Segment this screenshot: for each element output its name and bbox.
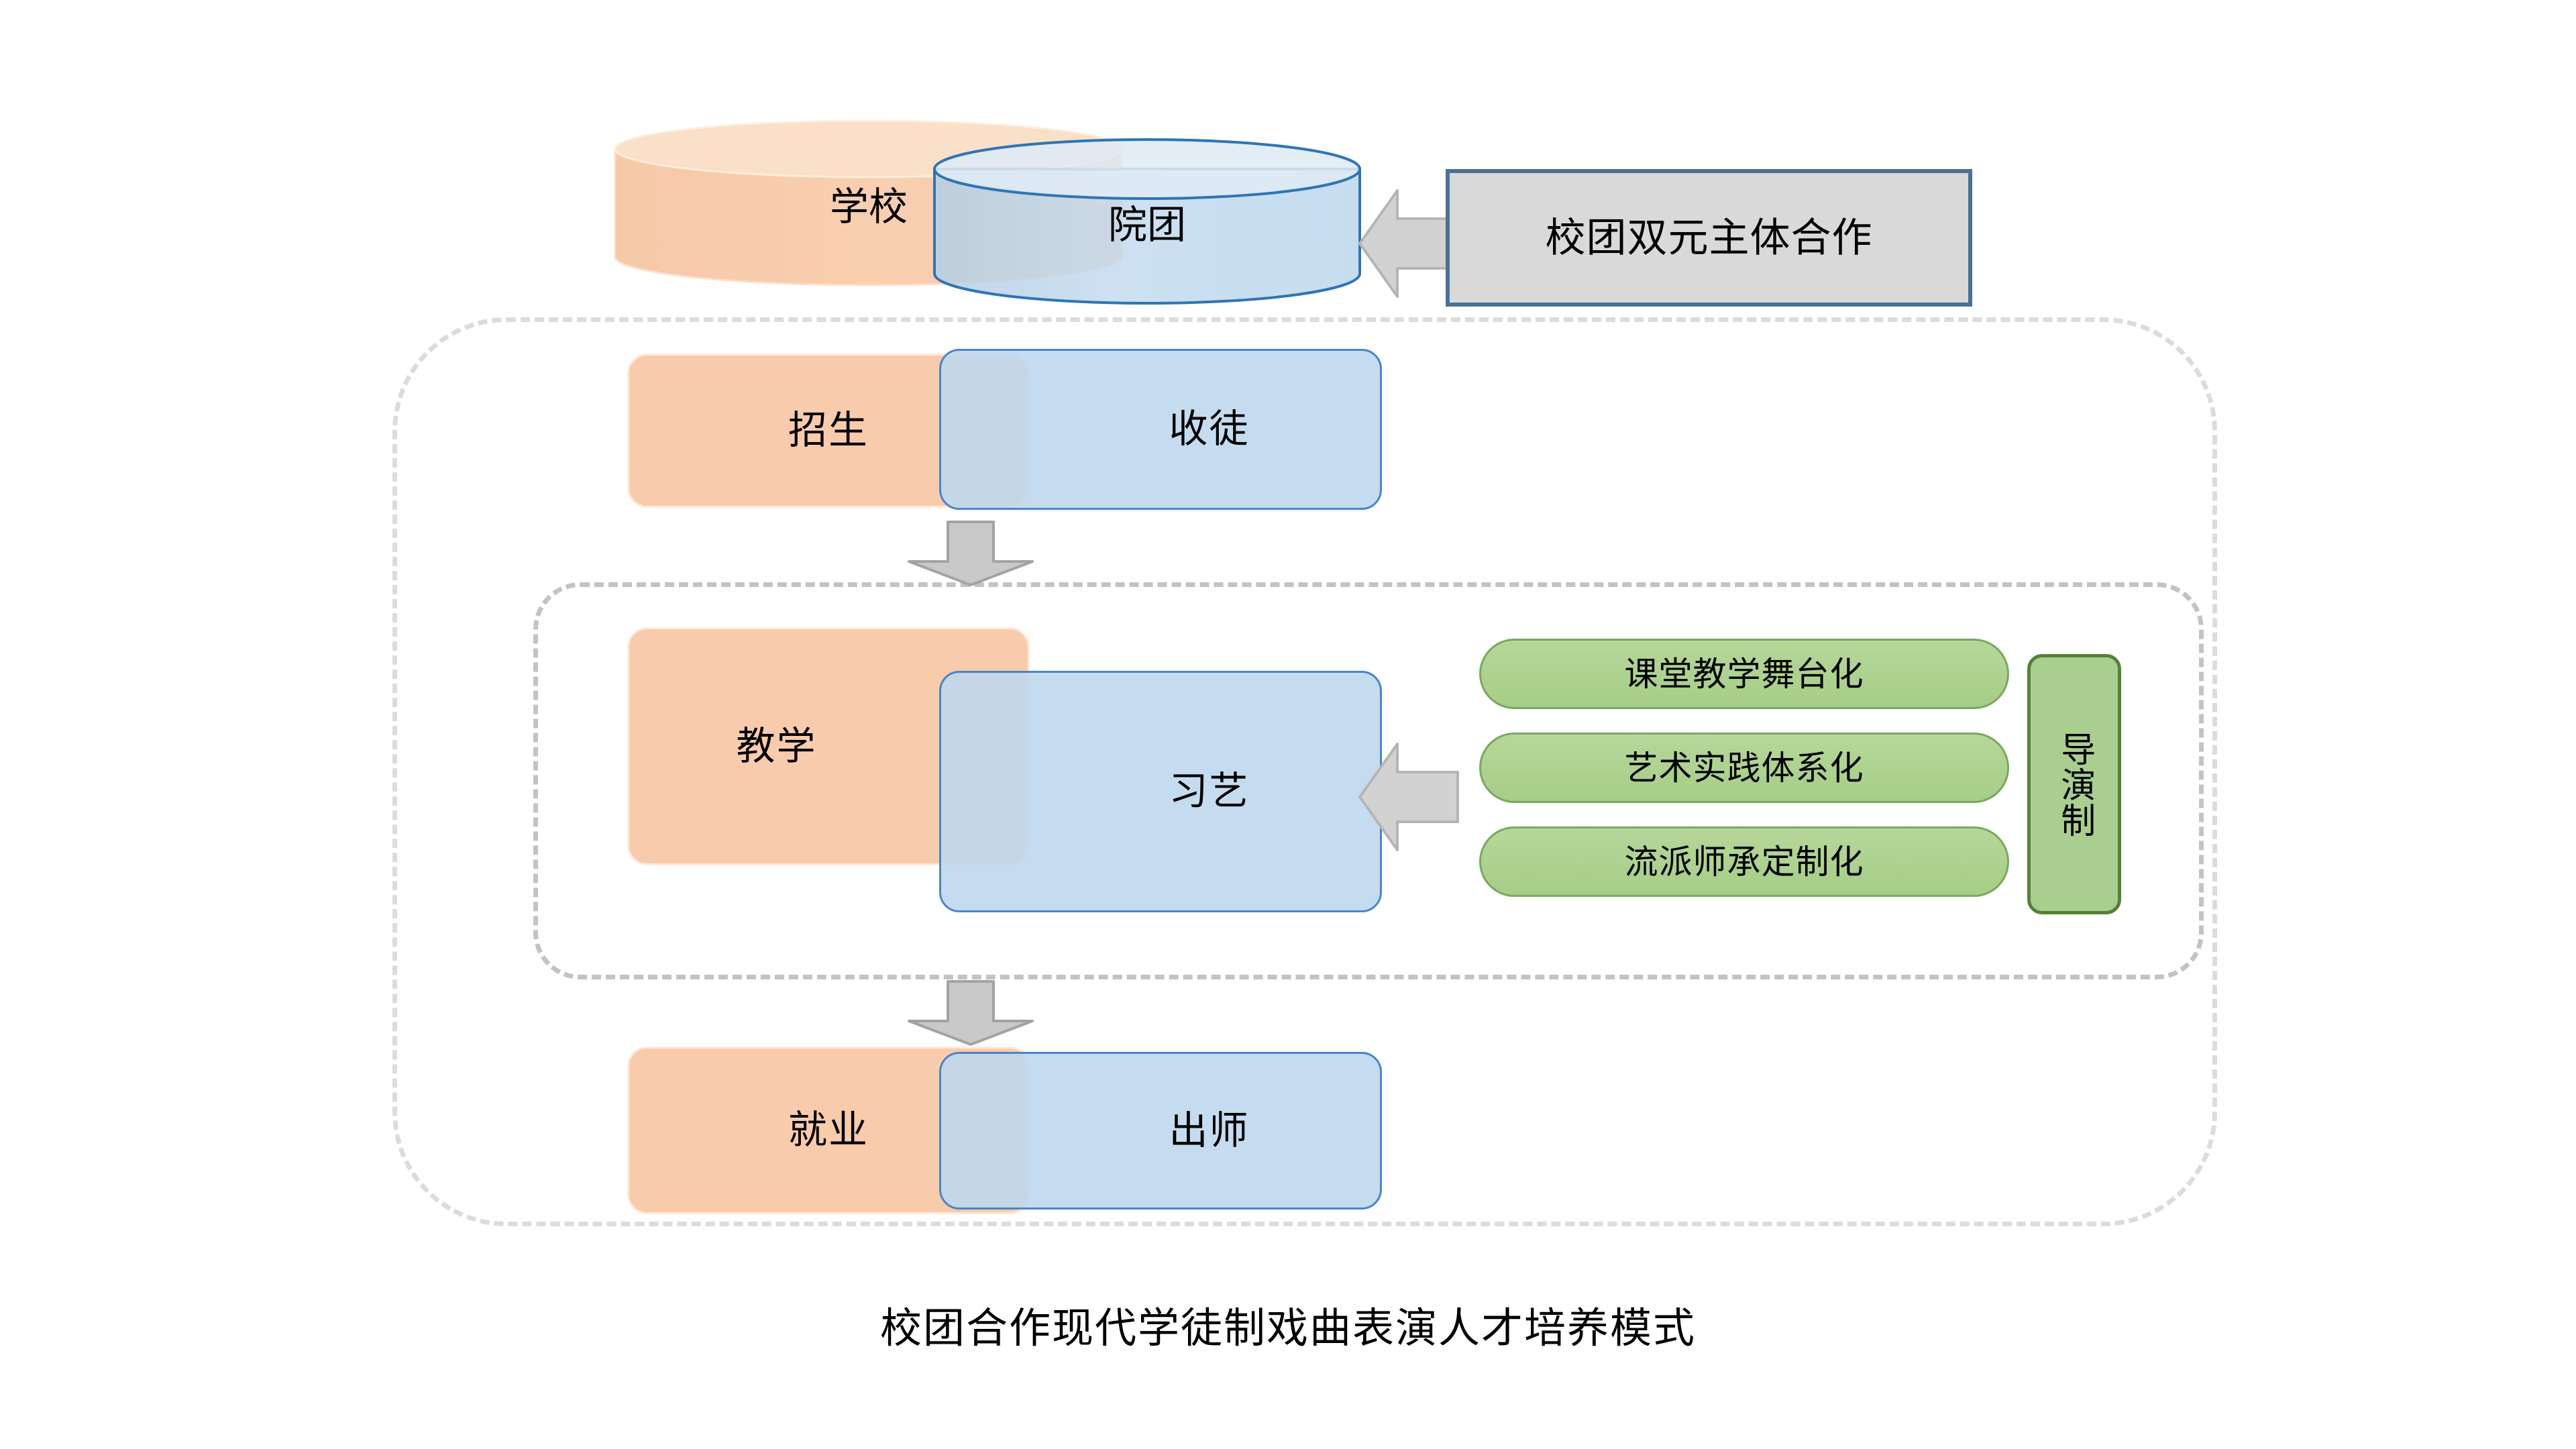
cooperation-label-box[interactable]: 校团双元主体合作 <box>1446 169 1972 307</box>
stage-3-school-label: 就业 <box>788 1108 869 1152</box>
flow-arrow-down-1-icon <box>907 520 1034 587</box>
school-cylinder-label: 学校 <box>829 184 908 229</box>
cooperation-arrow-left-icon <box>1358 186 1459 301</box>
stage-1-school-label: 招生 <box>788 409 869 452</box>
stage-3-troupe-box[interactable]: 出师 <box>939 1052 1382 1210</box>
stage-1-troupe-label: 收徒 <box>1169 407 1250 451</box>
pill-art-practice-system[interactable]: 艺术实践体系化 <box>1479 733 2009 803</box>
figure-caption: 校团合作现代学徒制戏曲表演人才培养模式 <box>879 1305 1696 1352</box>
director-system-label: 导演制 <box>2055 731 2094 838</box>
stage-1-troupe-box[interactable]: 收徒 <box>939 349 1382 510</box>
stage-2-troupe-label: 习艺 <box>1169 769 1250 813</box>
pill-classroom-stage-label: 课堂教学舞台化 <box>1624 655 1864 693</box>
cooperation-label-text: 校团双元主体合作 <box>1545 215 1873 260</box>
troupe-cylinder-label: 院团 <box>1108 203 1186 247</box>
stage-2-school-label: 教学 <box>736 724 817 768</box>
practice-arrow-left-icon <box>1358 740 1459 854</box>
pill-art-practice-system-label: 艺术实践体系化 <box>1624 749 1864 787</box>
stage-3-troupe-label: 出师 <box>1169 1108 1250 1152</box>
pill-school-lineage-custom-label: 流派师承定制化 <box>1624 843 1864 881</box>
director-system-box[interactable]: 导演制 <box>2027 654 2121 914</box>
pill-school-lineage-custom[interactable]: 流派师承定制化 <box>1479 826 2009 897</box>
inner-dashed-frame <box>533 582 2204 979</box>
troupe-cylinder[interactable]: 院团 <box>932 138 1362 305</box>
stage-2-troupe-box[interactable]: 习艺 <box>939 671 1382 912</box>
flow-arrow-down-2-icon <box>907 979 1034 1046</box>
pill-classroom-stage[interactable]: 课堂教学舞台化 <box>1479 639 2009 709</box>
outer-dashed-frame <box>392 317 2217 1226</box>
